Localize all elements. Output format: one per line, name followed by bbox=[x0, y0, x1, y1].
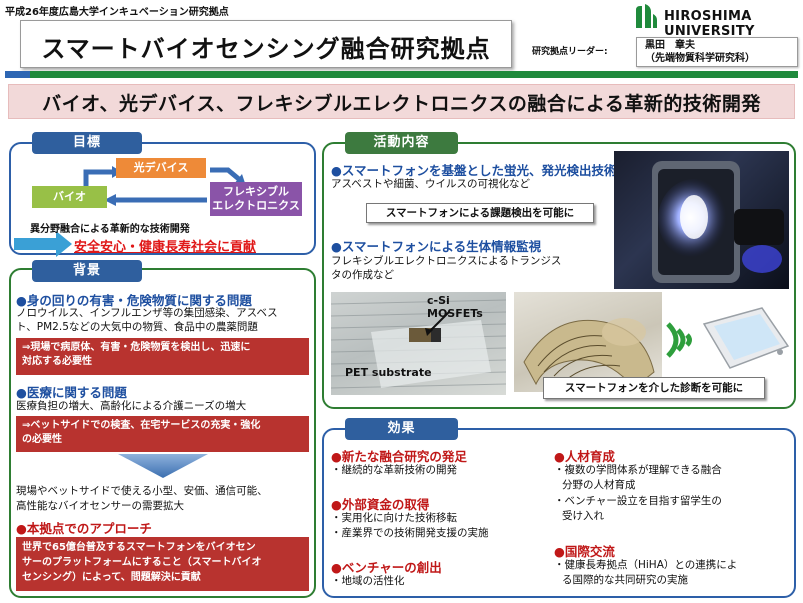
background-demand-2: 高性能なバイオセンサーの需要拡大 bbox=[16, 500, 184, 512]
effect-heading-funding: ●外部資金の取得 bbox=[331, 497, 430, 512]
leader-affiliation: （先端物質科学研究科） bbox=[645, 53, 755, 64]
title-box: スマートバイオセンシング融合研究拠点 bbox=[20, 20, 512, 68]
node-flex-line2: エレクトロニクス bbox=[212, 199, 300, 212]
need-box-2-line1: ⇒ベットサイドでの検査、在宅サービスの充実・強化 bbox=[22, 420, 261, 431]
photo-flexible-circuit bbox=[514, 292, 662, 392]
effect-text-venture: ・地域の活性化 bbox=[331, 575, 405, 587]
effects-tab: 効果 bbox=[345, 418, 458, 440]
page-title: スマートバイオセンシング融合研究拠点 bbox=[41, 35, 491, 63]
mosfet-photo-icon bbox=[331, 299, 506, 389]
background-need-box-2: ⇒ベットサイドでの検査、在宅サービスの充実・強化 の必要性 bbox=[16, 416, 309, 452]
effect-heading-international: ●国際交流 bbox=[554, 544, 615, 559]
substrate-label: PET substrate bbox=[345, 366, 432, 379]
university-logo-icon bbox=[636, 4, 657, 28]
effect-text-fusion: ・継続的な革新技術の開発 bbox=[331, 464, 457, 476]
activities-text-monitoring-2: タの作成など bbox=[331, 269, 394, 281]
goal-arrows bbox=[14, 166, 246, 257]
effect-text-talent-3: ・ベンチャー設立を目指す留学生の bbox=[554, 495, 722, 507]
effect-heading-venture: ●ベンチャーの創出 bbox=[331, 560, 442, 575]
goal-tab: 目標 bbox=[32, 132, 142, 154]
effects-panel bbox=[322, 428, 796, 598]
activities-result-box-1: スマートフォンによる課題検出を可能に bbox=[366, 203, 594, 223]
smartphone-photo-icon bbox=[652, 161, 784, 283]
smartphone-icon bbox=[702, 307, 790, 369]
background-heading-approach: ●本拠点でのアプローチ bbox=[16, 521, 152, 536]
activities-text-monitoring-1: フレキシブルエレクトロニクスによるトランジス bbox=[331, 255, 562, 267]
need-box-1-line1: ⇒現場で病原体、有害・危険物質を検出し、迅速に bbox=[22, 342, 251, 353]
background-demand-1: 現場やベットサイドで使える小型、安価、通信可能、 bbox=[16, 485, 268, 497]
banner-text: バイオ、光デバイス、フレキシブルエレクトロニクスの融合による革新的技術開発 bbox=[42, 93, 761, 115]
effect-text-funding-1: ・実用化に向けた技術移転 bbox=[331, 512, 457, 524]
leader-box: 黒田 章夫 （先端物質科学研究科） bbox=[636, 37, 798, 67]
effect-text-international-2: る国際的な共同研究の実施 bbox=[562, 574, 688, 586]
need-box-2-line2: の必要性 bbox=[22, 434, 62, 445]
background-need-box-1: ⇒現場で病原体、有害・危険物質を検出し、迅速に 対応する必要性 bbox=[16, 338, 309, 375]
activities-heading-fluorescence: ●スマートフォンを基盤とした蛍光、発光検出技術 bbox=[331, 163, 617, 178]
approach-box-line3: センシング）によって、問題解決に貢献 bbox=[22, 572, 201, 583]
node-bio: バイオ bbox=[32, 186, 107, 208]
photo-mosfet: c-Si MOSFETs PET substrate bbox=[331, 292, 506, 395]
effect-text-funding-2: ・産業界での技術開発支援の実施 bbox=[331, 527, 489, 539]
activities-text-fluorescence: アスベストや細菌、ウイルスの可視化など bbox=[331, 178, 530, 190]
background-heading-hazard: ●身の回りの有害・危険物質に関する問題 bbox=[16, 293, 252, 308]
activities-tab: 活動内容 bbox=[345, 132, 458, 154]
goal-result-text: 安全安心・健康長寿社会に貢献 bbox=[74, 240, 257, 255]
node-flexible-electronics: フレキシブル エレクトロニクス bbox=[210, 182, 302, 216]
need-box-1-line2: 対応する必要性 bbox=[22, 356, 92, 367]
background-tab: 背景 bbox=[32, 260, 142, 282]
goal-fusion-text: 異分野融合による革新的な技術開発 bbox=[30, 224, 190, 235]
background-text-medical: 医療負担の増大、高齢化による介護ニーズの増大 bbox=[16, 400, 247, 412]
activities-result-box-2: スマートフォンを介した診断を可能に bbox=[543, 377, 765, 399]
background-text-hazard-2: ト、PM2.5などの大気中の物質、食品中の農薬問題 bbox=[16, 321, 258, 333]
background-heading-medical: ●医療に関する問題 bbox=[16, 385, 127, 400]
node-flex-line1: フレキシブル bbox=[223, 185, 289, 198]
background-approach-box: 世界で65億台普及するスマートフォンをバイオセン サーのプラットフォームにするこ… bbox=[16, 537, 309, 591]
background-text-hazard-1: ノロウイルス、インフルエンザ等の集団感染、アスベス bbox=[16, 307, 278, 319]
effect-text-talent-1: ・複数の学問体系が理解できる融合 bbox=[554, 464, 722, 476]
node-optical-device: 光デバイス bbox=[116, 158, 206, 178]
effect-heading-talent: ●人材育成 bbox=[554, 449, 615, 464]
down-arrow-icon bbox=[118, 454, 208, 478]
effect-text-international-1: ・健康長寿拠点（HiHA）との連携によ bbox=[554, 559, 738, 571]
leader-name: 黒田 章夫 bbox=[645, 40, 695, 51]
effect-text-talent-4: 受け入れ bbox=[562, 510, 604, 522]
effect-heading-fusion: ●新たな融合研究の発足 bbox=[331, 449, 467, 464]
approach-box-line2: サーのプラットフォームにすること（スマートバイオ bbox=[22, 557, 262, 568]
photo-smartphone-fluorescence bbox=[614, 151, 789, 289]
effect-text-talent-2: 分野の人材育成 bbox=[562, 479, 636, 491]
mosfet-label: c-Si MOSFETs bbox=[427, 294, 483, 320]
header-rule-blue bbox=[5, 71, 30, 78]
activities-heading-monitoring: ●スマートフォンによる生体情報監視 bbox=[331, 239, 542, 254]
leader-label: 研究拠点リーダー: bbox=[532, 47, 608, 57]
header-top-label: 平成26年度広島大学インキュベーション研究拠点 bbox=[5, 7, 229, 18]
flexible-circuit-icon bbox=[523, 318, 655, 389]
approach-box-line1: 世界で65億台普及するスマートフォンをバイオセン bbox=[22, 542, 256, 553]
wireless-signal-icon bbox=[666, 322, 692, 358]
header-rule-green bbox=[30, 71, 798, 78]
university-name: HIROSHIMA UNIVERSITY bbox=[664, 9, 755, 39]
theme-banner: バイオ、光デバイス、フレキシブルエレクトロニクスの融合による革新的技術開発 bbox=[8, 84, 795, 119]
